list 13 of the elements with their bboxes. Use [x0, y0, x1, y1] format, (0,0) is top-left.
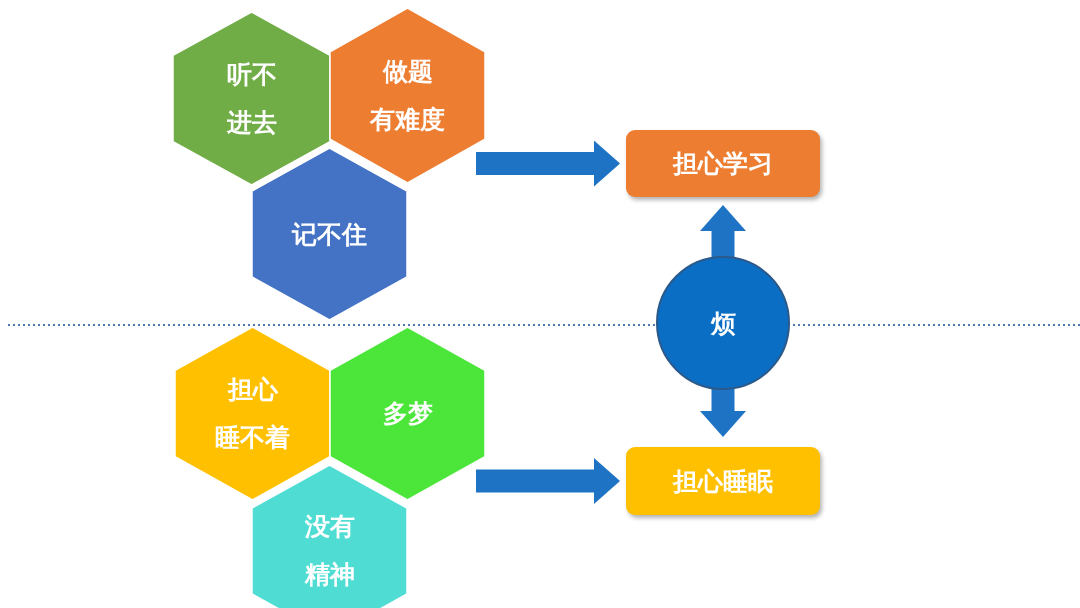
node-label: 担心学习: [673, 148, 773, 180]
rounded-box: [626, 130, 820, 197]
node-label: 担心睡眠: [673, 465, 773, 498]
node-label: 没有精神: [304, 511, 355, 591]
block-arrow: [476, 140, 620, 187]
node-label: 担心睡不着: [215, 373, 290, 454]
block-arrow: [476, 458, 620, 504]
rounded-box: [626, 447, 820, 515]
node-label: 多梦: [382, 398, 433, 430]
node-label: 烦: [710, 307, 736, 340]
node-label: 听不进去: [226, 58, 277, 139]
node-label: 记不住: [292, 218, 367, 251]
node-label: 做题有难度: [370, 55, 445, 136]
